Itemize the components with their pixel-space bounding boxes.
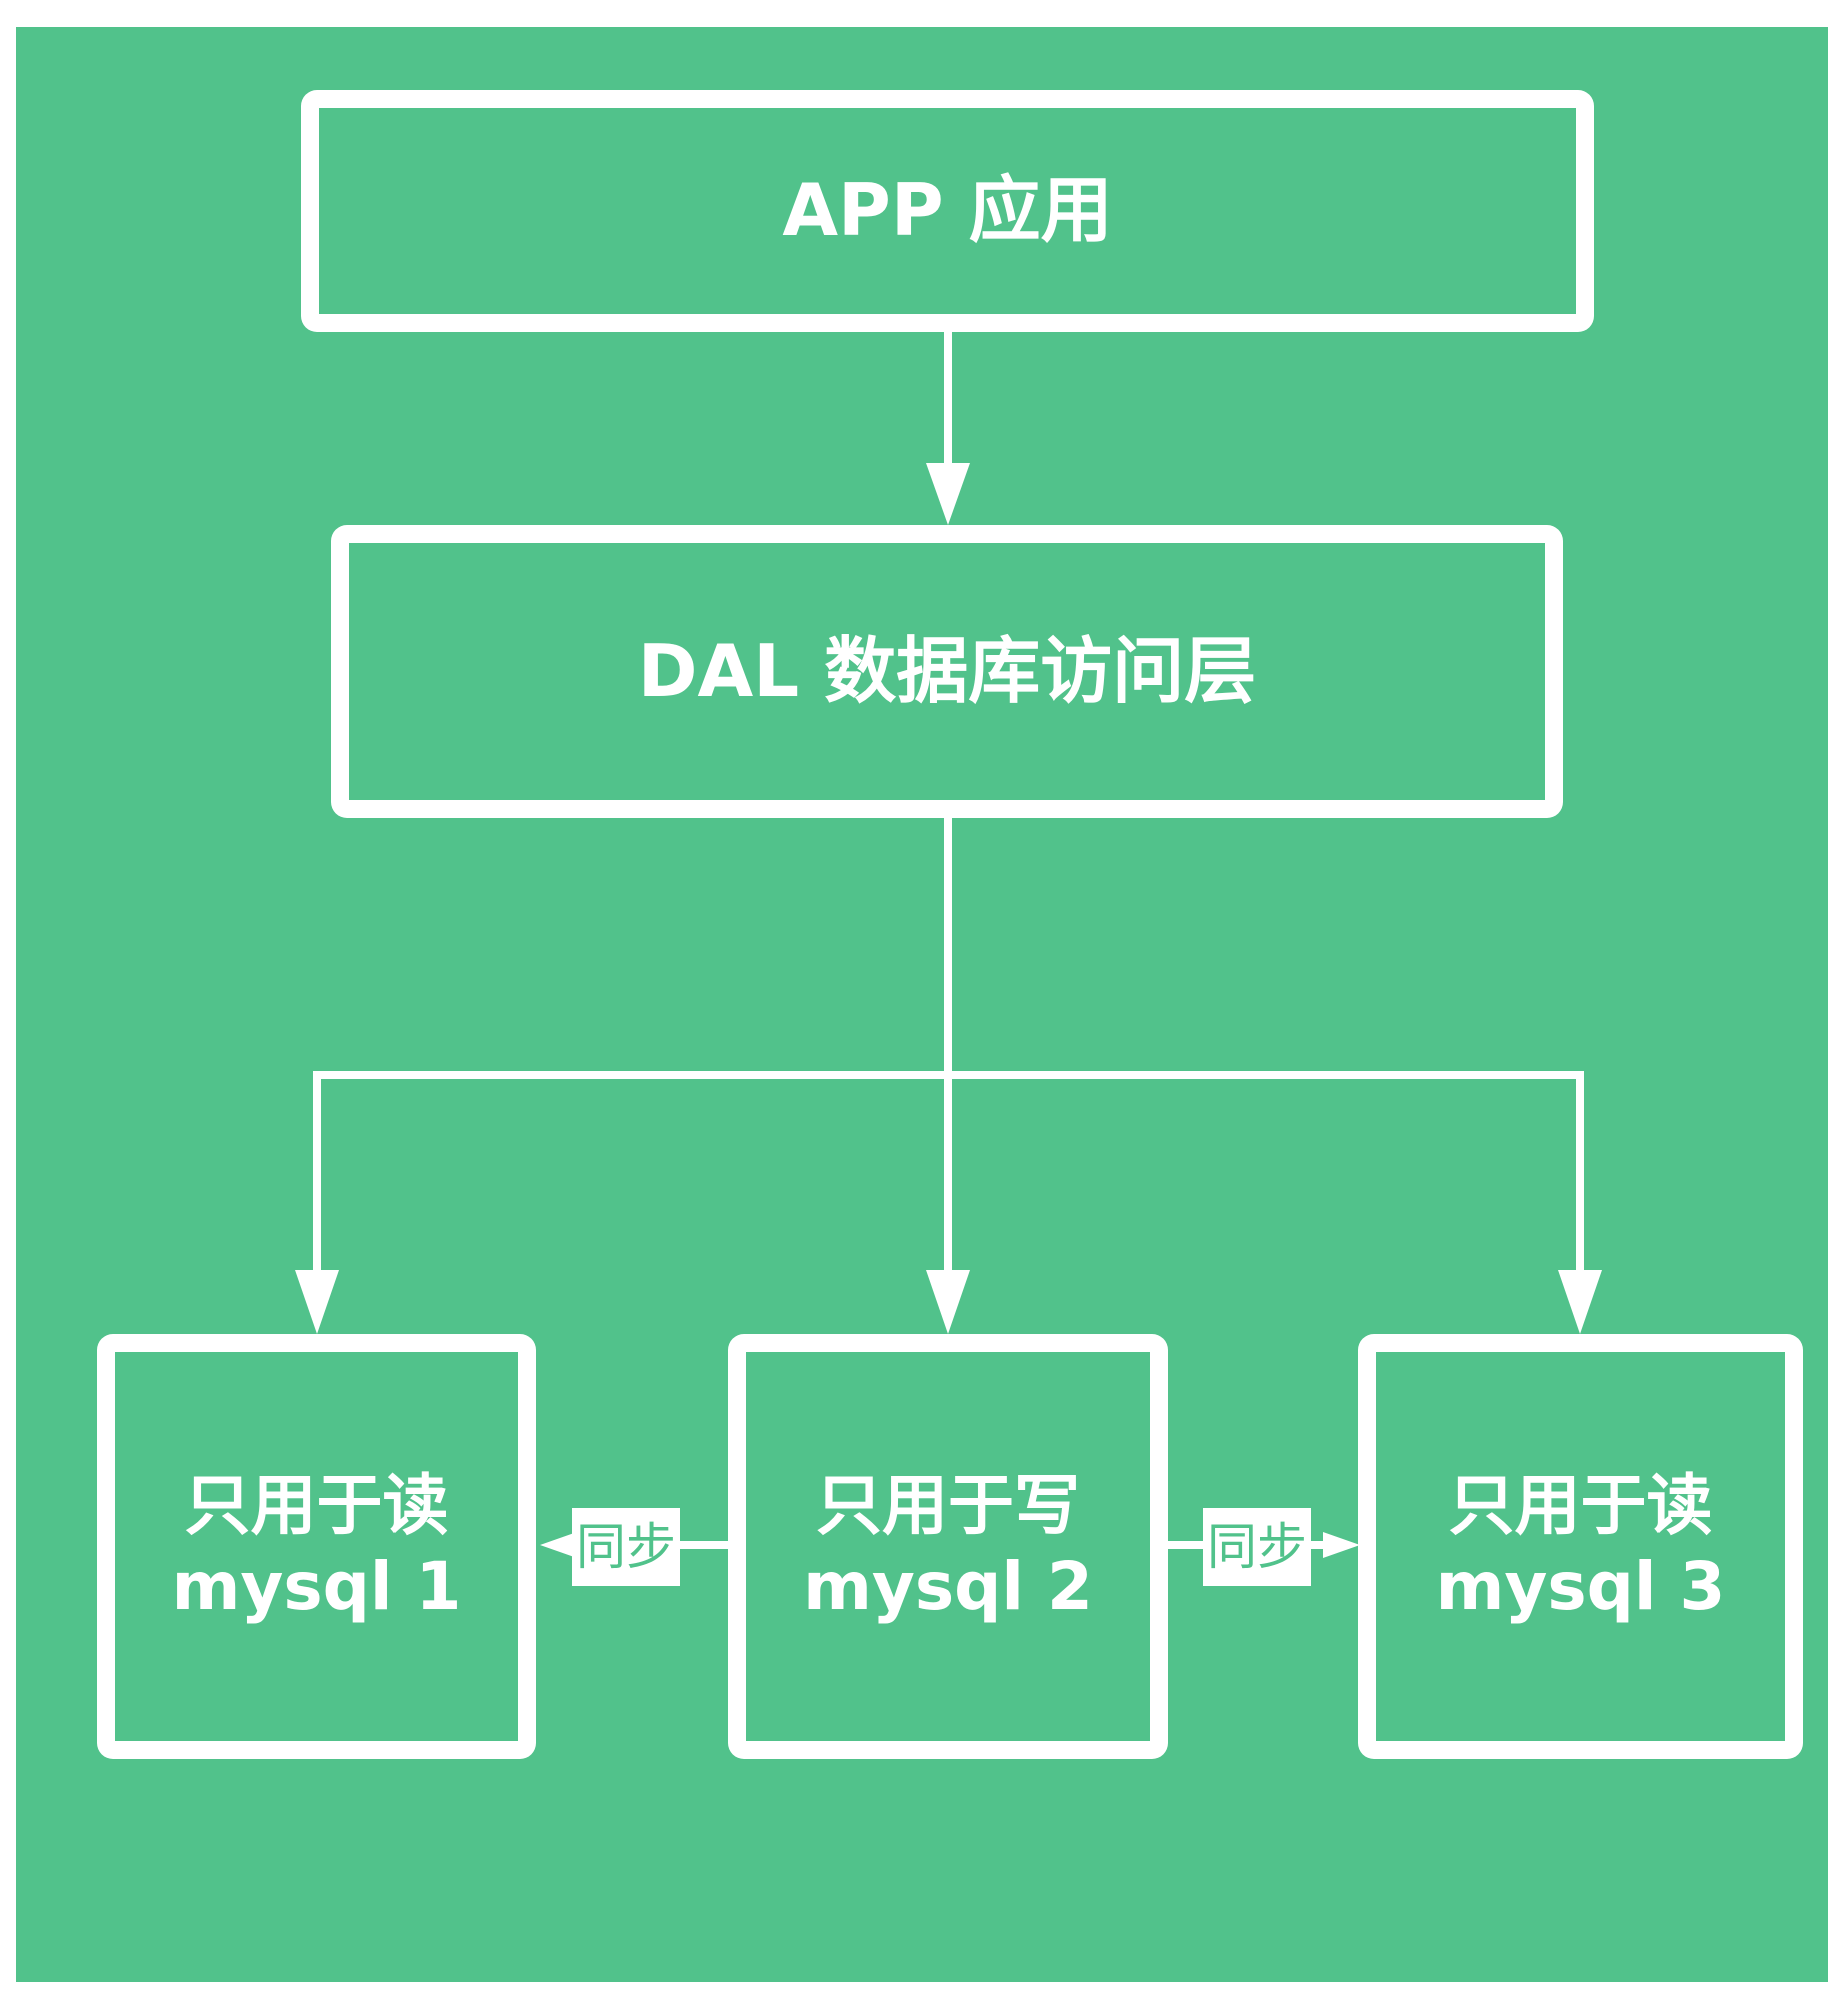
mysql3-node: 只用于读 mysql 3 [1358, 1334, 1803, 1759]
arrowhead-mysql2 [926, 1270, 970, 1334]
dal-node-label: DAL 数据库访问层 [637, 628, 1257, 713]
arrowhead-sync-mysql1 [540, 1532, 577, 1558]
edge-dal-to-mysql3 [948, 1071, 1584, 1283]
edge-dal-to-mysql1 [313, 1071, 948, 1283]
arrowhead-mysql3 [1558, 1270, 1602, 1334]
mysql3-name: mysql 3 [1435, 1547, 1726, 1625]
app-node-label: APP 应用 [782, 168, 1113, 253]
arrowhead-sync-mysql3 [1323, 1532, 1360, 1558]
mysql3-role: 只用于读 [1448, 1466, 1713, 1544]
diagram-canvas [16, 27, 1828, 1982]
mysql2-role: 只用于写 [816, 1466, 1080, 1544]
mysql2-node: 只用于写 mysql 2 [728, 1334, 1168, 1759]
mysql2-name: mysql 2 [803, 1547, 1093, 1625]
app-node: APP 应用 [301, 90, 1594, 332]
dal-node: DAL 数据库访问层 [331, 525, 1563, 818]
mysql1-name: mysql 1 [171, 1547, 462, 1625]
mysql1-role: 只用于读 [184, 1466, 449, 1544]
mysql1-node: 只用于读 mysql 1 [97, 1334, 536, 1759]
arrowhead-dal [926, 463, 970, 525]
sync-label-left: 同步 [572, 1508, 680, 1586]
sync-label-right: 同步 [1203, 1508, 1311, 1586]
arrowhead-mysql1 [295, 1270, 339, 1334]
